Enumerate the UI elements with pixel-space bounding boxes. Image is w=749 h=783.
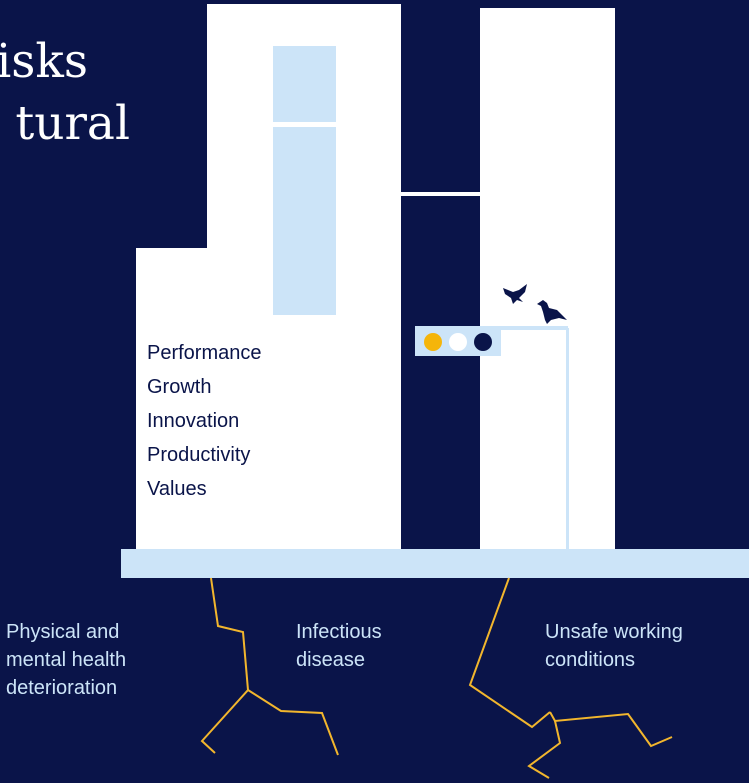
risk-unsafe-text: Unsafe working conditions [545, 621, 683, 671]
value-growth: Growth [147, 376, 212, 398]
tower-window-upper [273, 46, 336, 122]
building-right [480, 8, 615, 550]
building-right-lower-outline [566, 328, 569, 550]
risk-unsafe: Unsafe working conditions [545, 618, 715, 674]
crack-right [468, 577, 551, 729]
traffic-light-amber [424, 333, 442, 351]
ground-foundation [121, 549, 749, 578]
risk-infectious: Infectious disease [296, 618, 466, 674]
risk-infectious-text: Infectious disease [296, 621, 382, 671]
crack-right-branch [549, 711, 673, 748]
building-bridge [401, 192, 480, 196]
value-values: Values [147, 478, 207, 500]
traffic-light-white [449, 333, 467, 351]
crack-left [200, 577, 250, 754]
crack-left-branch [247, 689, 339, 756]
value-innovation: Innovation [147, 410, 240, 432]
crack-right-lower [527, 720, 562, 779]
values-list: Performance Growth Innovation Productivi… [147, 336, 262, 506]
ground-foundation-edge [121, 549, 126, 578]
risk-health-text: Physical and mental health deterioration [6, 621, 127, 699]
title-line-2: tural [15, 96, 130, 151]
title-line-1: isks [0, 34, 88, 89]
value-performance: Performance [147, 342, 262, 364]
bird-icon [503, 284, 527, 304]
risk-health: Physical and mental health deterioration [6, 618, 176, 702]
bird-icon [537, 300, 567, 324]
tower-window-lower [273, 127, 336, 315]
traffic-light-dark [474, 333, 492, 351]
value-productivity: Productivity [147, 444, 251, 466]
title: isks tural [0, 31, 140, 191]
